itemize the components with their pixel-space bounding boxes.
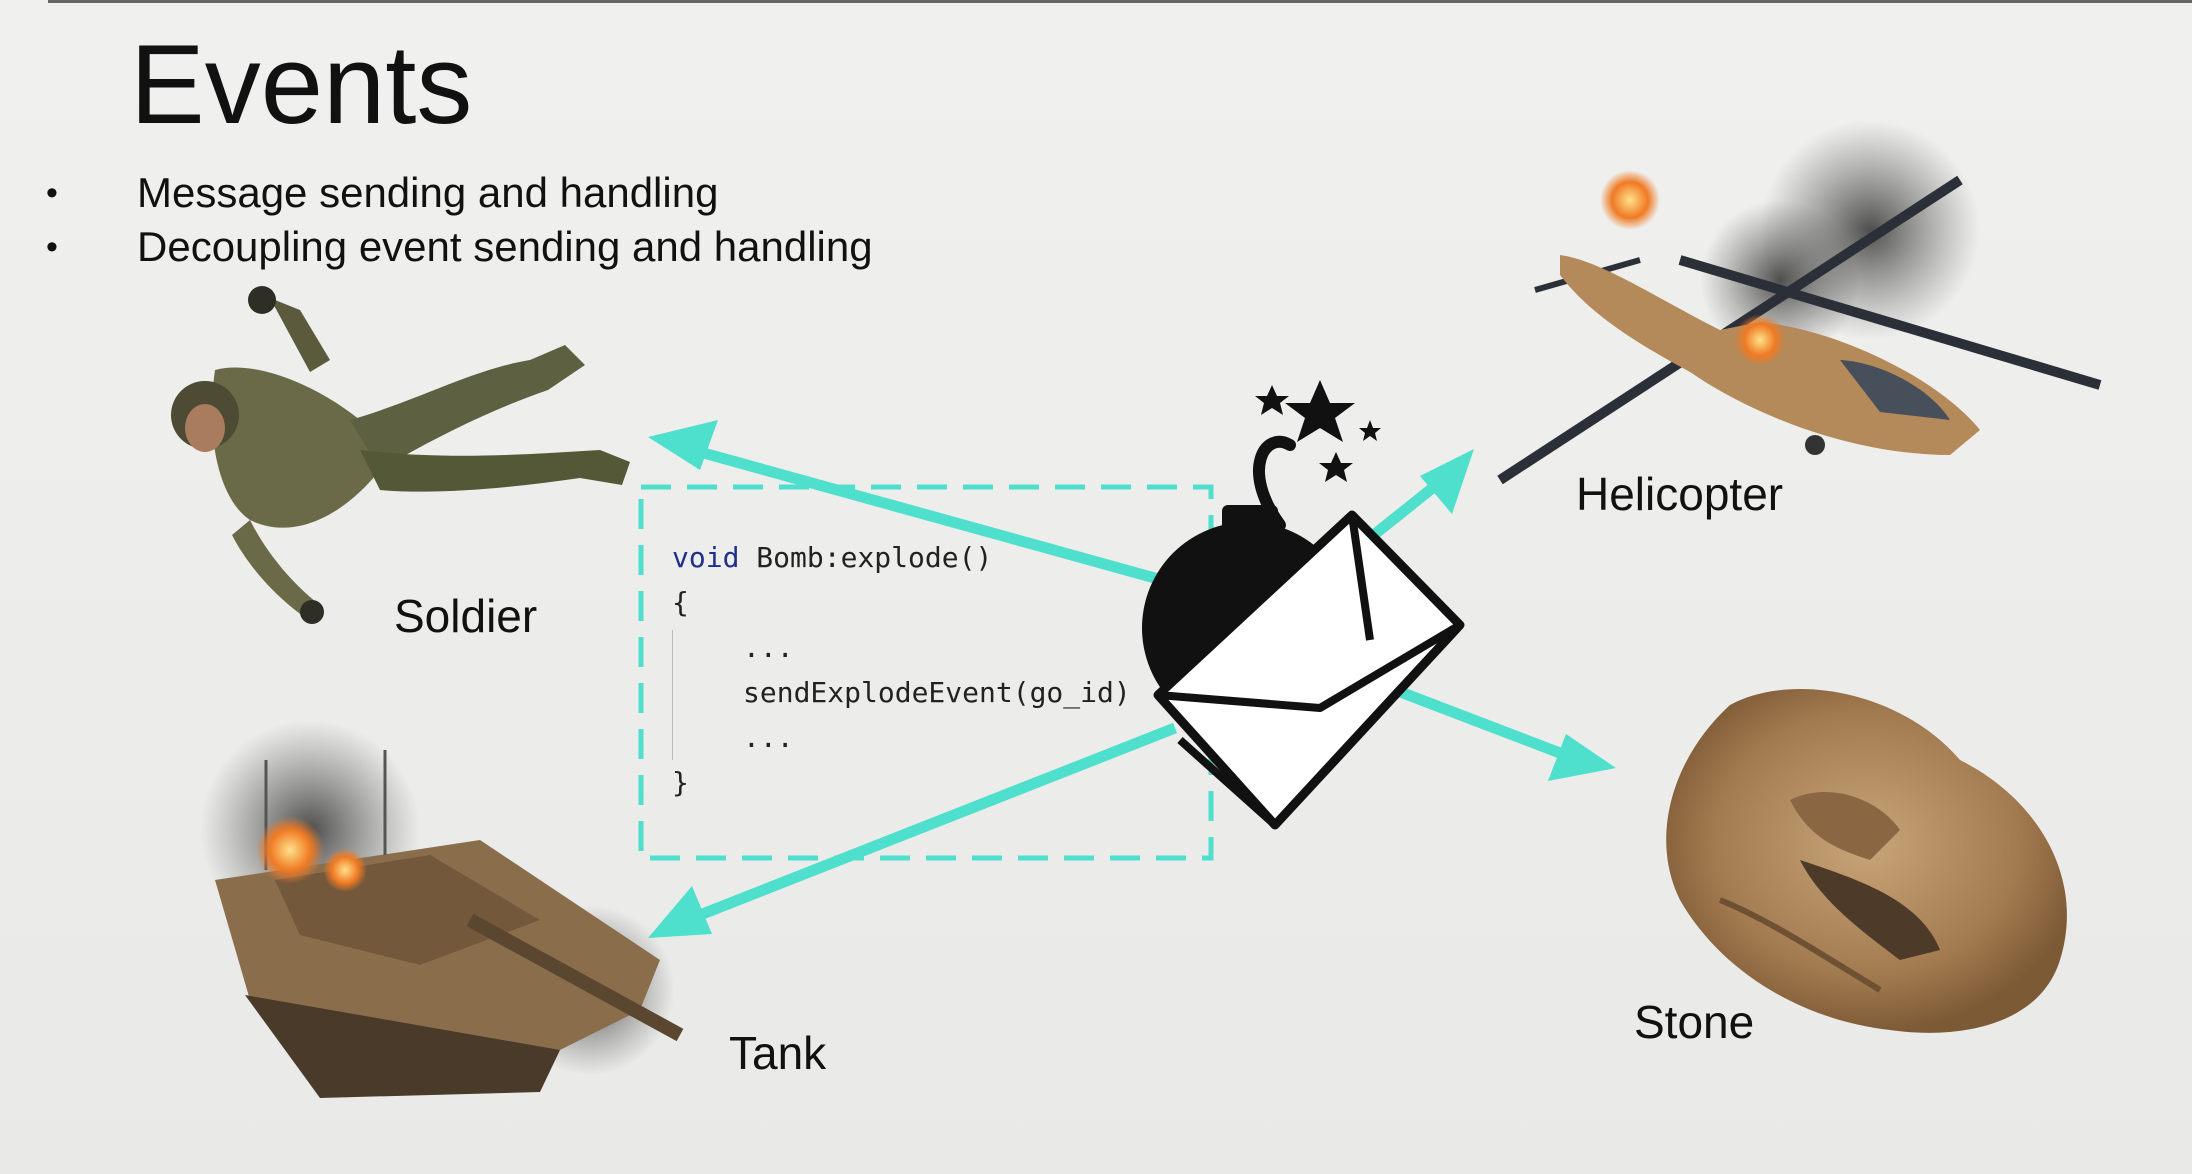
label-stone: Stone — [1634, 996, 1755, 1048]
code-line-signature: void Bomb:explode() — [672, 535, 1131, 580]
code-line-ellipsis: ... — [743, 721, 794, 754]
arrow-to-tank — [648, 722, 1178, 938]
bullet-list: • Message sending and handling • Decouplin… — [46, 166, 873, 274]
bullet-item: • Message sending and handling — [46, 166, 873, 220]
arrow-to-stone — [1388, 682, 1616, 781]
top-rule — [48, 0, 2192, 3]
code-line-ellipsis: ... — [743, 631, 794, 664]
code-line-open-brace: { — [672, 586, 689, 619]
label-soldier: Soldier — [394, 590, 538, 642]
bullet-dot: • — [46, 228, 58, 266]
code-keyword: void — [672, 541, 740, 574]
code-line-close-brace: } — [672, 766, 689, 799]
code-signature-rest: Bomb:explode() — [739, 541, 993, 574]
slide-title: Events — [130, 22, 473, 147]
code-indent-guide — [672, 630, 673, 760]
code-block: void Bomb:explode() {... sendExplodeEvent(… — [672, 535, 1131, 805]
event-arrows — [648, 420, 1616, 938]
arrow-to-soldier — [648, 420, 1182, 591]
bullet-text: Decoupling event sending and handling — [137, 223, 873, 270]
label-helicopter: Helicopter — [1576, 468, 1784, 520]
helicopter-image — [1497, 120, 2102, 485]
bullet-item: • Decoupling event sending and handling — [46, 220, 873, 274]
bullet-text: Message sending and handling — [137, 169, 719, 216]
soldier-image — [171, 286, 630, 624]
bomb-envelope-icon — [1142, 380, 1465, 830]
tank-image — [200, 720, 684, 1098]
code-line-call: sendExplodeEvent(go_id) — [743, 676, 1131, 709]
bullet-dot: • — [46, 174, 58, 212]
stone-image — [1666, 689, 2067, 1033]
arrow-to-helicopter — [1366, 449, 1474, 543]
label-tank: Tank — [729, 1027, 827, 1079]
